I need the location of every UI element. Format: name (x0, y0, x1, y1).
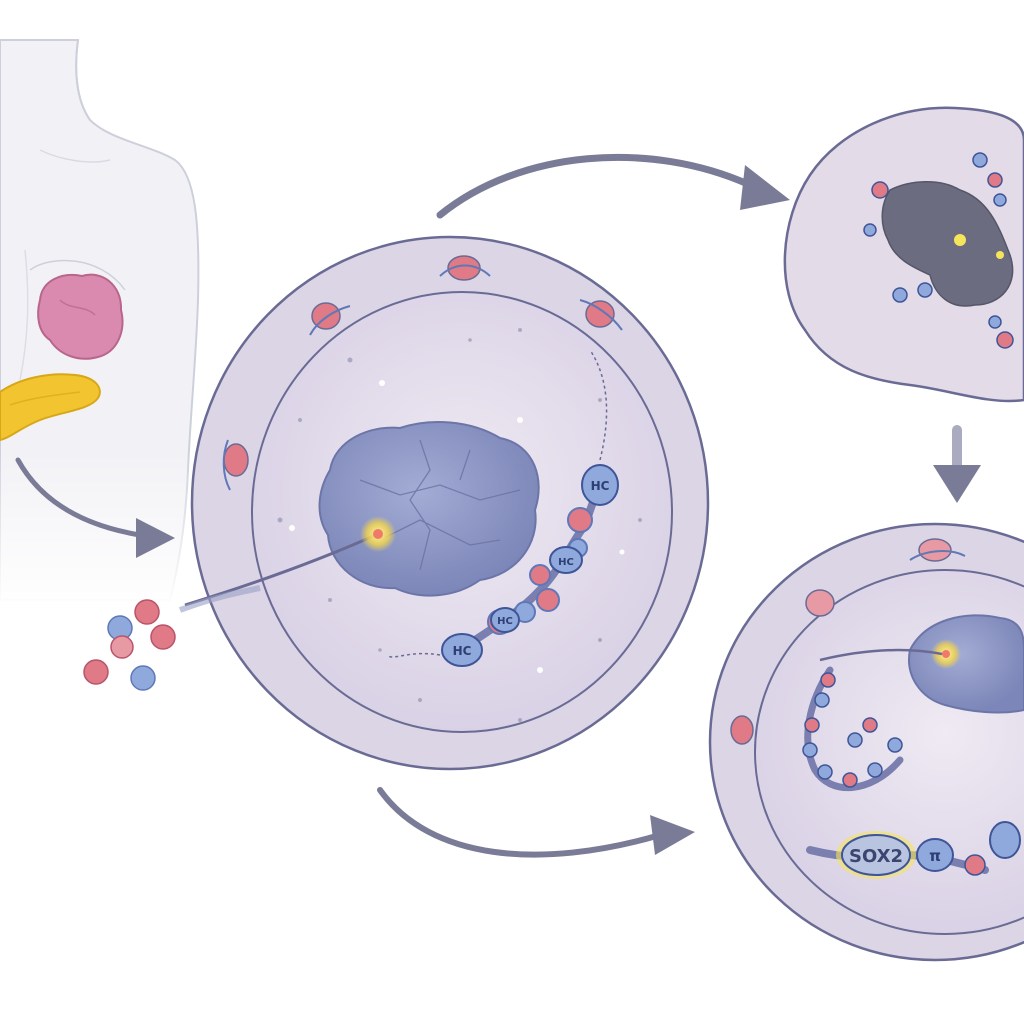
membrane-protein (222, 439, 249, 491)
sox2-label: SOX2 (849, 846, 903, 867)
main-cell: HC HC HC HC (178, 235, 710, 771)
arrow-organ-to-cell (15, 457, 175, 558)
gene-bead: HC (581, 464, 619, 506)
membrane-protein (579, 299, 623, 331)
membrane-protein (730, 715, 754, 745)
damaged-cell (783, 106, 1024, 403)
arrow-damaged-to-lower-cell (933, 425, 981, 503)
lower-right-cell: SOX2 π (708, 522, 1024, 962)
gene-bead: HC (490, 607, 520, 633)
membrane-protein (309, 302, 351, 336)
gene-bead-highlighted: SOX2 (836, 831, 916, 879)
bead-chain (802, 666, 904, 792)
molecule-red (150, 624, 176, 650)
gene-bead-label: HC (453, 644, 472, 658)
liver-organ-pink (29, 259, 126, 360)
membrane-protein (439, 255, 491, 281)
molecule-red (110, 635, 134, 659)
membrane-protein (909, 538, 966, 562)
damaged-nucleus (881, 181, 1014, 307)
arrow-cell-to-damaged-cell (436, 153, 790, 219)
gene-bead: π (916, 838, 954, 872)
molecule-blue (130, 665, 156, 691)
arrow-cell-to-lower-cell (377, 787, 695, 858)
needle-probe (178, 532, 379, 613)
membrane-protein (805, 589, 835, 617)
gene-bead-label: HC (558, 557, 574, 568)
gene-bead-label: π (929, 847, 941, 865)
molecule-red (83, 659, 109, 685)
molecule-red (134, 599, 160, 625)
free-molecule-cluster (83, 599, 176, 691)
main-cell-nucleus (318, 421, 540, 597)
pancreas-organ (0, 373, 101, 442)
gene-bead: HC (549, 546, 583, 574)
gene-bead-label: HC (591, 479, 610, 493)
bead-chain (863, 152, 1014, 349)
lower-cell-nucleus (908, 614, 1024, 714)
gene-bead-label: HC (497, 616, 513, 627)
gene-bead: HC (441, 633, 483, 667)
